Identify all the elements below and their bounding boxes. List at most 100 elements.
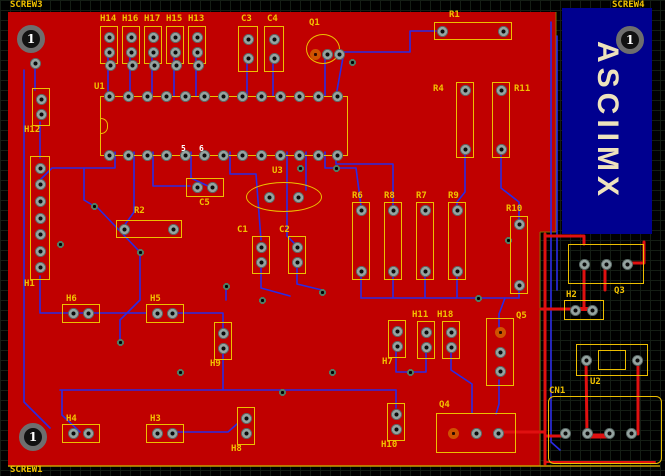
pad[interactable]	[419, 266, 431, 277]
pad[interactable]	[83, 308, 95, 319]
pad[interactable]	[256, 150, 267, 161]
via[interactable]	[222, 282, 231, 291]
component-C3[interactable]	[238, 26, 258, 72]
pad[interactable]	[390, 424, 402, 436]
pad[interactable]	[103, 47, 115, 59]
pad[interactable]	[513, 280, 525, 291]
pad[interactable]	[419, 205, 431, 216]
via[interactable]	[406, 368, 415, 377]
pad[interactable]	[494, 365, 506, 377]
pad[interactable]	[149, 60, 160, 71]
pad[interactable]	[123, 91, 134, 102]
pad[interactable]	[334, 49, 345, 60]
pad[interactable]	[322, 49, 333, 60]
pad[interactable]	[313, 91, 324, 102]
pad[interactable]	[495, 144, 507, 155]
component-U3[interactable]	[246, 182, 322, 212]
component-C2[interactable]	[288, 236, 306, 274]
pad[interactable]	[626, 428, 637, 439]
pad-marked[interactable]	[448, 427, 460, 439]
via[interactable]	[474, 294, 483, 303]
pad[interactable]	[83, 428, 95, 439]
pad[interactable]	[275, 150, 286, 161]
pad[interactable]	[147, 47, 159, 59]
pad[interactable]	[586, 304, 598, 316]
pad[interactable]	[167, 428, 179, 439]
pad[interactable]	[171, 60, 182, 71]
pad[interactable]	[570, 304, 582, 316]
component-H3[interactable]	[146, 424, 184, 443]
pad[interactable]	[193, 60, 204, 71]
pad[interactable]	[494, 346, 506, 358]
pad[interactable]	[142, 150, 153, 161]
pad[interactable]	[123, 150, 134, 161]
via[interactable]	[296, 164, 305, 173]
pad[interactable]	[294, 150, 305, 161]
pad[interactable]	[191, 182, 203, 193]
component-R4[interactable]	[456, 82, 474, 158]
component-R8[interactable]	[384, 202, 402, 280]
pad[interactable]	[34, 212, 46, 224]
via[interactable]	[332, 164, 341, 173]
pad[interactable]	[604, 428, 615, 439]
component-R1[interactable]	[434, 22, 512, 40]
pad[interactable]	[498, 25, 509, 37]
pad[interactable]	[268, 52, 280, 64]
pad[interactable]	[582, 428, 593, 439]
component-H7[interactable]	[388, 320, 406, 358]
via[interactable]	[278, 388, 287, 397]
pad[interactable]	[105, 60, 116, 71]
pad[interactable]	[240, 412, 252, 424]
pad[interactable]	[217, 343, 229, 355]
pad[interactable]	[391, 325, 403, 337]
pad[interactable]	[151, 308, 163, 319]
pad[interactable]	[125, 47, 137, 59]
pad[interactable]	[451, 266, 463, 277]
component-H2[interactable]	[564, 300, 604, 320]
pad[interactable]	[104, 91, 115, 102]
component-Q5[interactable]	[486, 318, 514, 386]
via[interactable]	[318, 288, 327, 297]
pad[interactable]	[161, 150, 172, 161]
component-H8[interactable]	[237, 407, 255, 445]
component-H17[interactable]	[144, 26, 162, 64]
pad[interactable]	[560, 428, 571, 439]
pad[interactable]	[291, 257, 303, 269]
pad[interactable]	[127, 60, 138, 71]
pad[interactable]	[242, 52, 254, 64]
pad[interactable]	[387, 205, 399, 216]
pad[interactable]	[256, 91, 267, 102]
pad[interactable]	[180, 150, 191, 161]
pad[interactable]	[621, 258, 633, 270]
via[interactable]	[90, 202, 99, 211]
pad[interactable]	[513, 219, 525, 230]
pad[interactable]	[292, 191, 304, 203]
pad[interactable]	[632, 354, 643, 366]
pad[interactable]	[445, 342, 457, 354]
component-R6[interactable]	[352, 202, 370, 280]
pad[interactable]	[180, 91, 191, 102]
pad[interactable]	[355, 266, 367, 277]
component-C1[interactable]	[252, 236, 270, 274]
pad[interactable]	[237, 91, 248, 102]
component-C4[interactable]	[264, 26, 284, 72]
pad[interactable]	[387, 266, 399, 277]
pad[interactable]	[355, 205, 367, 216]
pad[interactable]	[420, 326, 432, 338]
component-Q1-pads[interactable]	[310, 49, 345, 60]
pad[interactable]	[167, 308, 179, 319]
pad[interactable]	[34, 179, 46, 191]
component-U1[interactable]	[100, 91, 348, 161]
pad[interactable]	[579, 258, 591, 270]
pad[interactable]	[255, 257, 267, 269]
pad[interactable]	[445, 326, 457, 338]
pad[interactable]	[34, 162, 46, 174]
screw-hole-top-left[interactable]: 1	[17, 25, 45, 53]
pad[interactable]	[264, 191, 276, 203]
component-H14[interactable]	[100, 26, 118, 64]
via[interactable]	[504, 236, 513, 245]
component-H5[interactable]	[146, 304, 184, 323]
pad[interactable]	[268, 34, 280, 46]
component-C5[interactable]	[186, 178, 224, 197]
